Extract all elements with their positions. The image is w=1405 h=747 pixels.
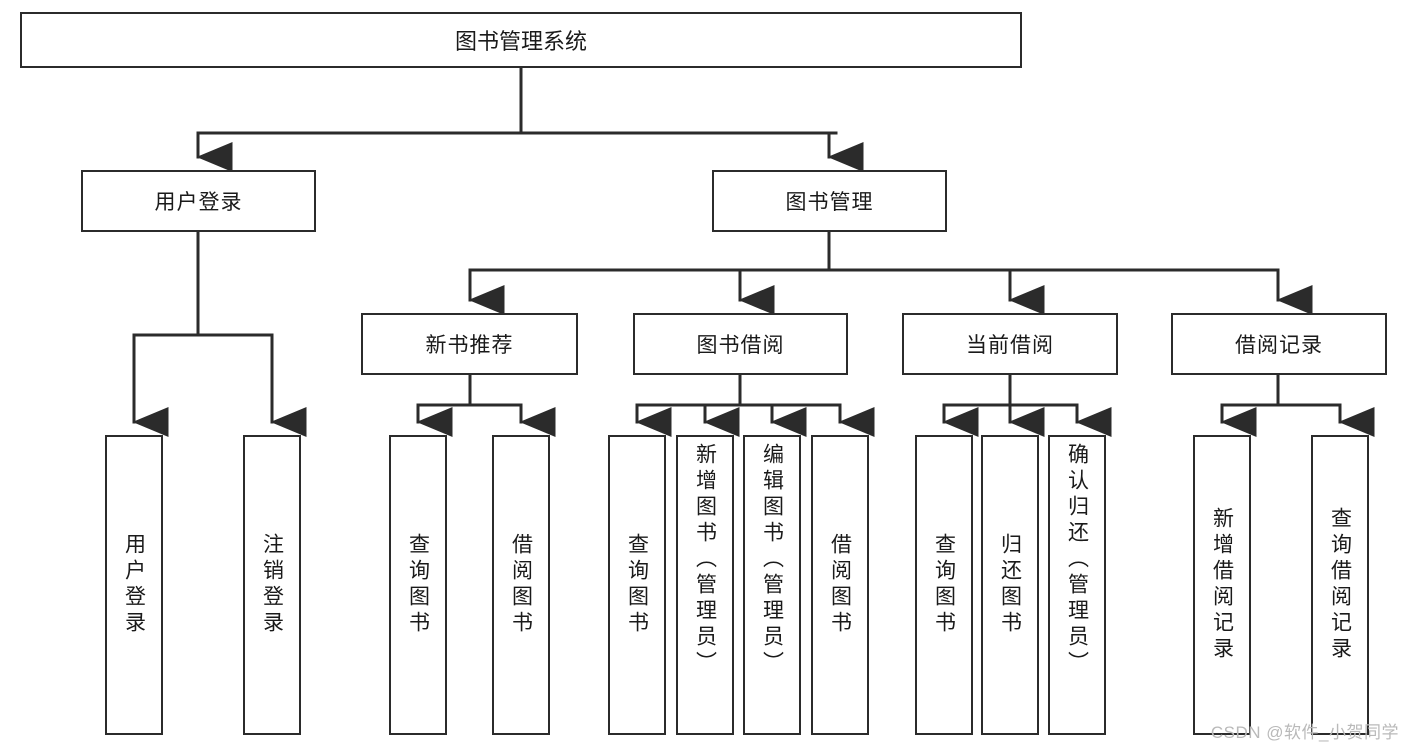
node-label: 查询图书 xyxy=(406,533,430,637)
node-label: 借阅图书 xyxy=(509,533,533,637)
leaf-current-confirm-return-admin[interactable]: 确认归还（管理员） xyxy=(1048,435,1106,735)
leaf-user-login[interactable]: 用户登录 xyxy=(105,435,163,735)
node-root-system[interactable]: 图书管理系统 xyxy=(20,12,1022,68)
node-label: 查询图书 xyxy=(932,533,956,637)
node-label: 新书推荐 xyxy=(425,334,514,357)
node-label: 图书管理系统 xyxy=(454,29,587,54)
leaf-recommend-query-book[interactable]: 查询图书 xyxy=(389,435,447,735)
node-label: 新增图书（管理员） xyxy=(693,443,717,677)
leaf-borrow-add-book-admin[interactable]: 新增图书（管理员） xyxy=(676,435,734,735)
node-label: 查询借阅记录 xyxy=(1328,507,1352,663)
node-label: 图书借阅 xyxy=(696,334,785,357)
leaf-borrow-borrow-book[interactable]: 借阅图书 xyxy=(811,435,869,735)
node-label: 当前借阅 xyxy=(966,334,1054,357)
leaf-record-query-borrow-record[interactable]: 查询借阅记录 xyxy=(1311,435,1369,735)
leaf-borrow-edit-book-admin[interactable]: 编辑图书（管理员） xyxy=(743,435,801,735)
node-label: 借阅记录 xyxy=(1235,334,1323,357)
node-book-borrow[interactable]: 图书借阅 xyxy=(633,313,848,375)
node-label: 借阅图书 xyxy=(828,533,852,637)
node-borrow-record[interactable]: 借阅记录 xyxy=(1171,313,1387,375)
node-label: 查询图书 xyxy=(625,533,649,637)
node-label: 新增借阅记录 xyxy=(1210,507,1234,663)
node-new-book-recommend[interactable]: 新书推荐 xyxy=(361,313,578,375)
node-label: 用户登录 xyxy=(122,533,146,637)
watermark: CSDN @软件_小贺同学 xyxy=(1210,723,1399,742)
node-user-login[interactable]: 用户登录 xyxy=(81,170,316,232)
leaf-user-logout[interactable]: 注销登录 xyxy=(243,435,301,735)
leaf-record-add-borrow-record[interactable]: 新增借阅记录 xyxy=(1193,435,1251,735)
leaf-current-query-book[interactable]: 查询图书 xyxy=(915,435,973,735)
leaf-current-return-book[interactable]: 归还图书 xyxy=(981,435,1039,735)
node-label: 注销登录 xyxy=(260,533,284,637)
node-label: 图书管理 xyxy=(785,191,874,214)
node-label: 用户登录 xyxy=(154,191,243,214)
node-current-borrow[interactable]: 当前借阅 xyxy=(902,313,1118,375)
leaf-recommend-borrow-book[interactable]: 借阅图书 xyxy=(492,435,550,735)
node-label: 确认归还（管理员） xyxy=(1065,443,1089,677)
leaf-borrow-query-book[interactable]: 查询图书 xyxy=(608,435,666,735)
node-label: 归还图书 xyxy=(998,533,1022,637)
node-book-management[interactable]: 图书管理 xyxy=(712,170,947,232)
node-label: 编辑图书（管理员） xyxy=(760,443,784,677)
